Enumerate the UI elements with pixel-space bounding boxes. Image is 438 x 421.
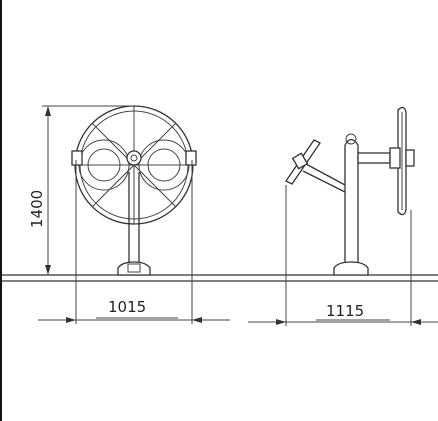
side-width-label: 1115 (326, 302, 364, 320)
frame-border-left (0, 0, 2, 421)
height-label: 1400 (28, 190, 46, 228)
front-view-equipment (71, 105, 197, 276)
front-width-label: 1015 (108, 298, 146, 316)
front-width-dimension (38, 160, 230, 324)
side-view-equipment (285, 106, 415, 276)
height-dimension (42, 105, 134, 275)
ground-line (2, 274, 438, 282)
side-width-dimension (248, 185, 438, 326)
